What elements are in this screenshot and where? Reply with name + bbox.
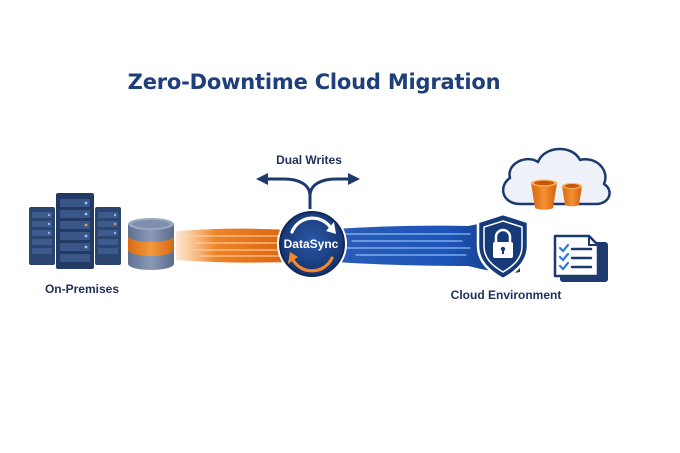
checklist-icon <box>553 234 608 282</box>
shield-lock-icon <box>476 212 530 281</box>
arrowheads <box>256 173 360 185</box>
sync-icon <box>288 216 336 273</box>
dual-writes-label: Dual Writes <box>276 153 342 167</box>
on-premises-label: On-Premises <box>45 282 119 296</box>
database-icon <box>128 218 174 270</box>
data-flow-stream <box>176 219 520 274</box>
dual-writes-arrows <box>264 177 354 214</box>
bucket-icon <box>531 179 582 210</box>
cloud-environment-label: Cloud Environment <box>451 288 562 302</box>
server-rack-icon <box>29 193 121 269</box>
hub-label: DataSync <box>284 237 339 251</box>
diagram-title: Zero-Downtime Cloud Migration <box>128 70 501 94</box>
cloud-icon <box>501 147 611 206</box>
